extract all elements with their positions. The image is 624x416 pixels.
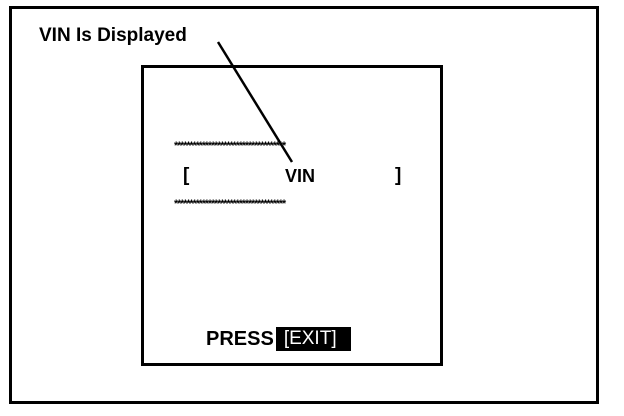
callout-label: VIN Is Displayed — [39, 25, 187, 46]
press-label: PRESS — [206, 327, 274, 350]
bracket-right: ] — [395, 165, 402, 186]
press-prompt: PRESS [EXIT] — [206, 327, 351, 351]
asterisk-rule-bottom: ************************************ — [174, 198, 286, 210]
vin-field: VIN — [274, 166, 326, 187]
bracket-left: [ — [183, 165, 190, 186]
outer-frame — [9, 6, 599, 404]
asterisk-rule-top: ************************************ — [174, 140, 286, 152]
exit-key-button[interactable]: [EXIT] — [275, 327, 351, 351]
display-screen: ************************************ [ V… — [141, 65, 443, 366]
leader-line-path — [216, 41, 294, 163]
